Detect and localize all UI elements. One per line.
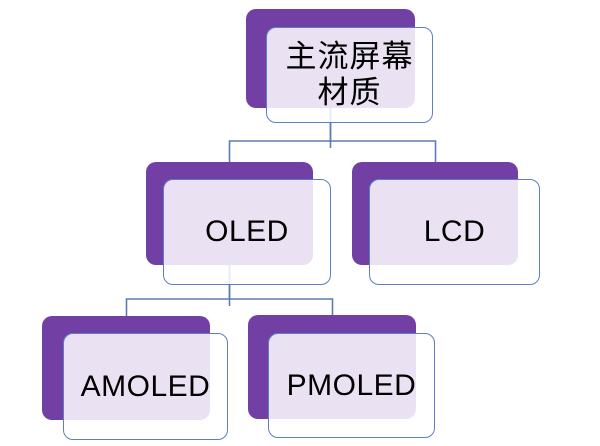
oled-node-label: OLED (205, 215, 289, 248)
lcd-node-label: LCD (423, 215, 486, 248)
root-node: 主流屏幕 材质 (266, 27, 433, 123)
amoled-node: AMOLED (63, 333, 228, 440)
pmoled-node: PMOLED (268, 333, 435, 438)
oled-node: OLED (163, 179, 331, 285)
root-node-label: 主流屏幕 材质 (286, 39, 414, 111)
root-node-label-line2: 材质 (317, 75, 382, 110)
amoled-node-label: AMOLED (80, 369, 211, 403)
root-node-label-line1: 主流屏幕 (285, 39, 414, 74)
pmoled-node-label: PMOLED (286, 368, 417, 402)
lcd-node: LCD (369, 179, 540, 285)
